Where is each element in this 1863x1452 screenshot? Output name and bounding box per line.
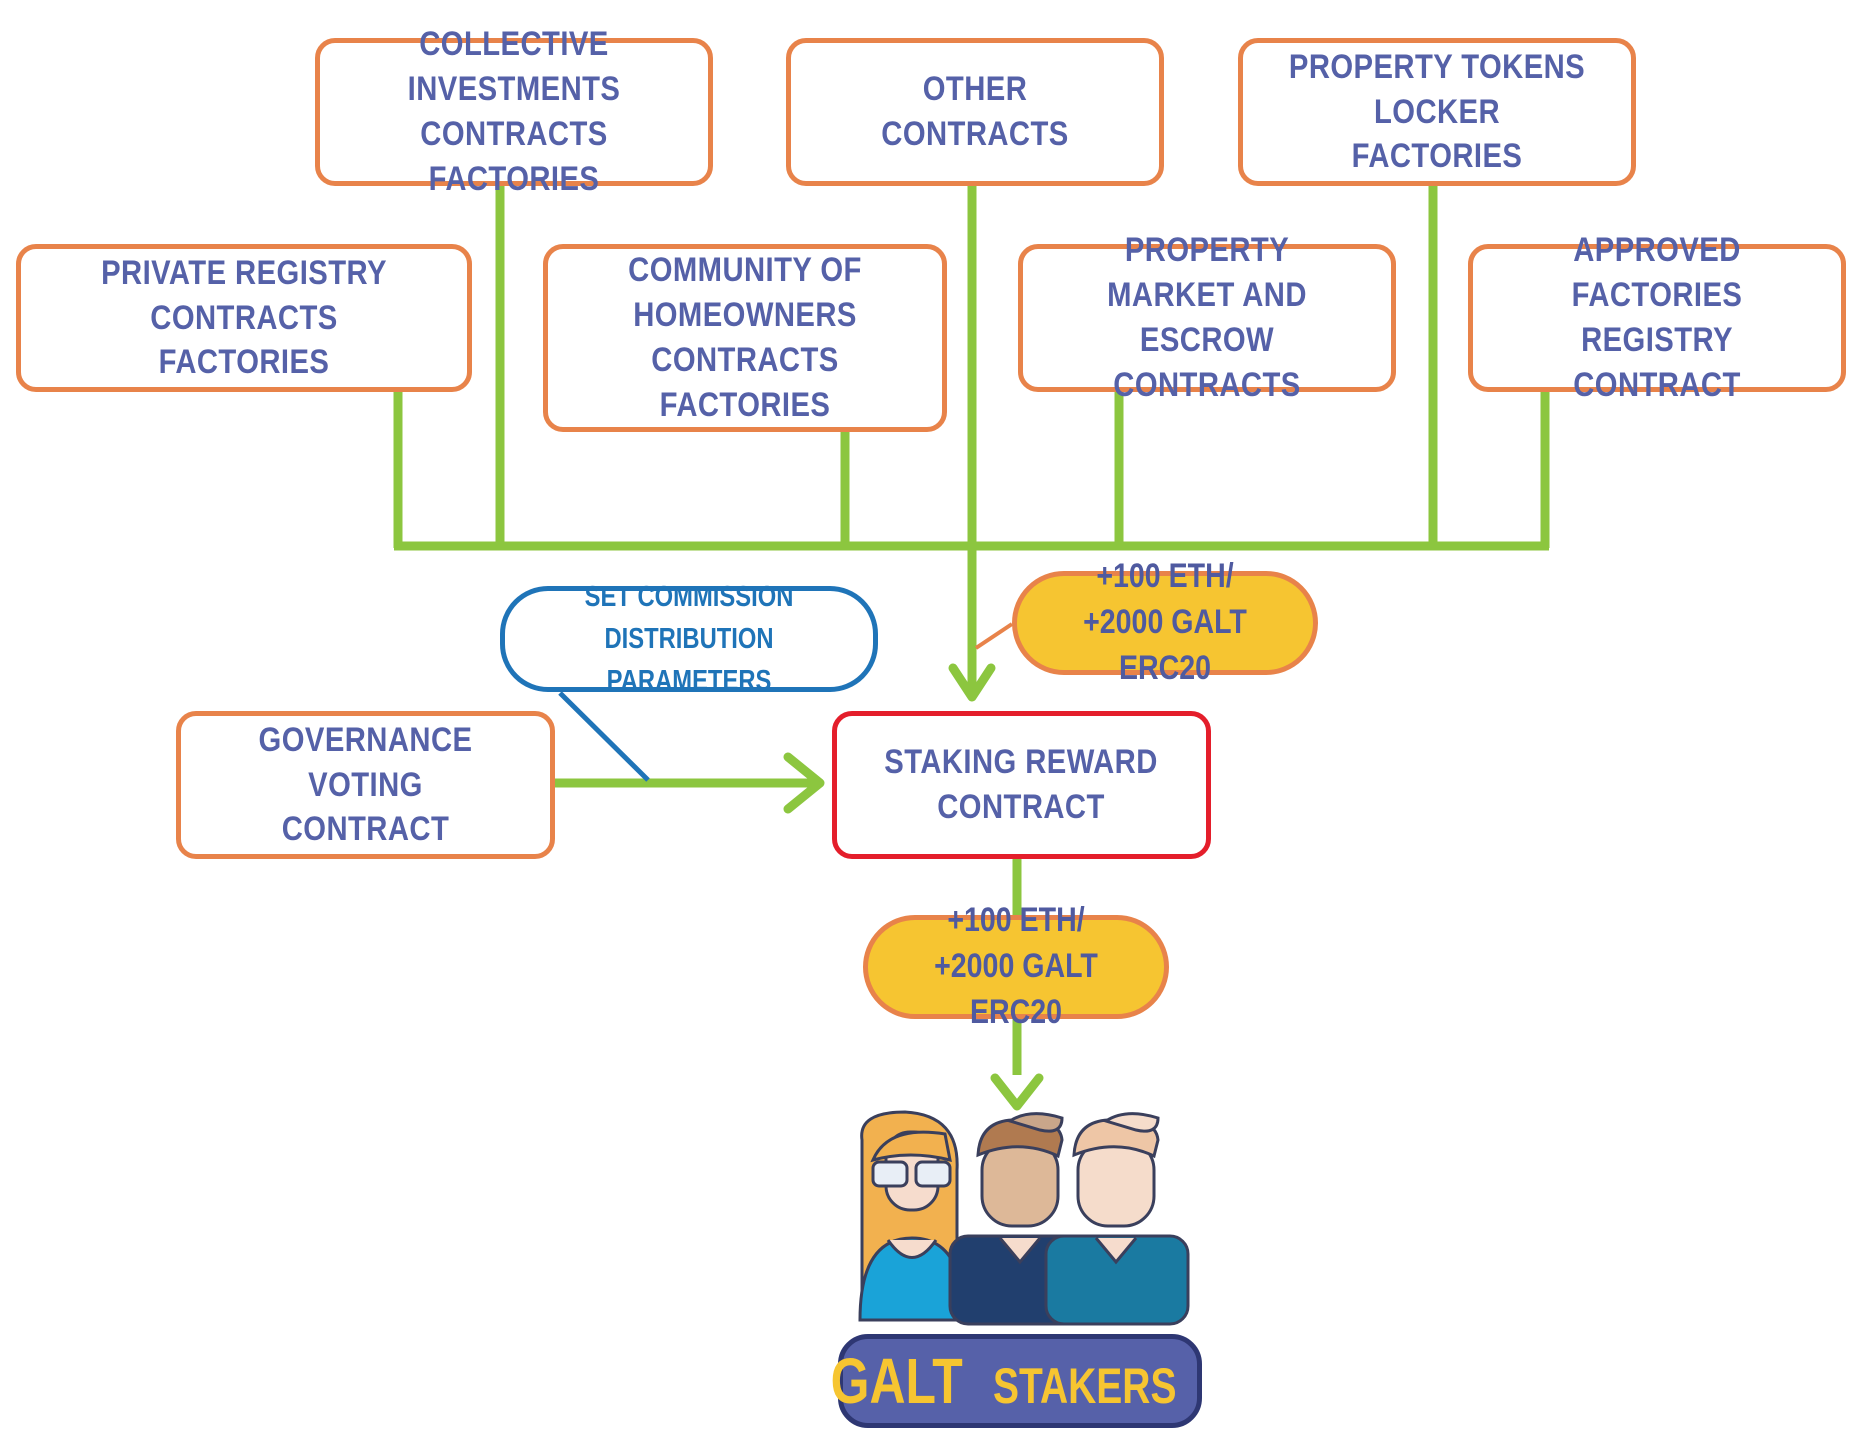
- private-registry-node: PRIVATE REGISTRY CONTRACTS FACTORIES: [16, 244, 472, 392]
- galt-brand: GALT: [830, 1345, 963, 1417]
- other-contracts-label: OTHER CONTRACTS: [881, 70, 1069, 153]
- approved-factories-node: APPROVED FACTORIES REGISTRY CONTRACT: [1468, 231, 1846, 404]
- collective-investments-node: COLLECTIVE INVESTMENTS CONTRACTS FACTORI…: [315, 25, 713, 198]
- property-market-label: PROPERTY MARKET AND ESCROW CONTRACTS: [1107, 231, 1307, 404]
- stakers-label: STAKERS: [993, 1358, 1177, 1414]
- other-contracts-node: OTHER CONTRACTS: [786, 38, 1164, 186]
- callout-tail: [558, 691, 650, 782]
- property-tokens-locker-label: PROPERTY TOKENS LOCKER FACTORIES: [1288, 47, 1586, 176]
- reward-out-pill: +100 ETH/ +2000 GALT ERC20: [863, 901, 1169, 1031]
- private-registry-label: PRIVATE REGISTRY CONTRACTS FACTORIES: [101, 253, 387, 382]
- staking-reward-label: STAKING REWARD CONTRACT: [884, 743, 1159, 826]
- community-of-homeowners-label: COMMUNITY OF HOMEOWNERS CONTRACTS FACTOR…: [628, 251, 862, 424]
- governance-voting-node: GOVERNANCE VOTING CONTRACT: [176, 711, 555, 859]
- reward-out-label: +100 ETH/ +2000 GALT ERC20: [934, 901, 1098, 1031]
- community-of-homeowners-node: COMMUNITY OF HOMEOWNERS CONTRACTS FACTOR…: [543, 244, 947, 432]
- woman-staker-icon: [858, 1110, 966, 1322]
- property-tokens-locker-node: PROPERTY TOKENS LOCKER FACTORIES: [1238, 38, 1636, 186]
- man-staker-icon: [1044, 1112, 1190, 1326]
- staking-reward-node: STAKING REWARD CONTRACT: [832, 711, 1211, 859]
- property-market-node: PROPERTY MARKET AND ESCROW CONTRACTS: [1018, 231, 1396, 404]
- collective-investments-label: COLLECTIVE INVESTMENTS CONTRACTS FACTORI…: [407, 25, 621, 198]
- arrow-governance: [783, 752, 825, 814]
- reward-in-label: +100 ETH/ +2000 GALT ERC20: [1083, 557, 1247, 687]
- reward-in-pill: +100 ETH/ +2000 GALT ERC20: [1012, 557, 1318, 687]
- arrow-into-staking: [948, 663, 996, 702]
- approved-factories-label: APPROVED FACTORIES REGISTRY CONTRACT: [1571, 231, 1743, 404]
- commission-callout-label: SET COMMISSION DISTRIBUTION PARAMETERS: [584, 580, 794, 698]
- governance-voting-label: GOVERNANCE VOTING CONTRACT: [258, 720, 473, 849]
- arrow-into-stakers: [990, 1073, 1044, 1111]
- commission-callout: SET COMMISSION DISTRIBUTION PARAMETERS: [500, 581, 878, 697]
- connector-pill-top: [974, 622, 1014, 650]
- galt-stakers-banner: GALT STAKERS: [830, 1334, 1202, 1428]
